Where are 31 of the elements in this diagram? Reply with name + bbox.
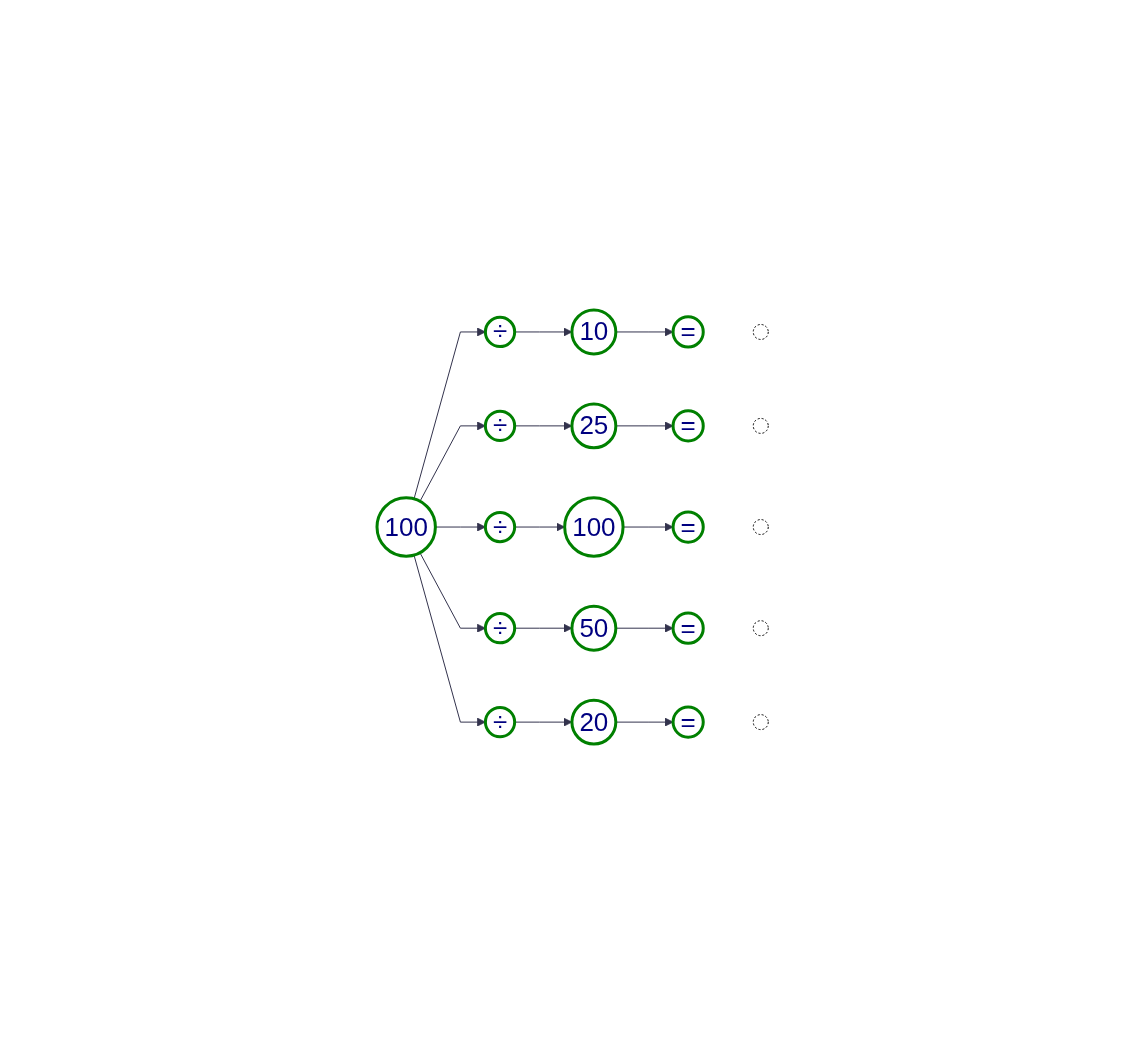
node-circle [752, 418, 769, 435]
arrow [413, 555, 486, 727]
arrow [413, 328, 486, 500]
node-circle: 50 [570, 605, 618, 653]
node-circle: 25 [570, 402, 618, 450]
node-circle: = [671, 706, 705, 740]
arrow [514, 523, 565, 532]
node-circle: ÷ [483, 612, 517, 645]
arrow [615, 718, 674, 727]
arrow [615, 328, 674, 337]
node-circle: 100 [563, 496, 625, 559]
arrow [615, 624, 674, 634]
arrow [419, 552, 486, 634]
node-circle: = [671, 409, 705, 443]
node-circle: = [671, 612, 705, 646]
node-circle [752, 714, 769, 731]
node-circle: ÷ [483, 511, 517, 544]
node-circle: 10 [570, 308, 618, 356]
node-circle: 20 [570, 699, 618, 747]
node-circle [752, 519, 769, 536]
node-circle [752, 620, 769, 637]
node-circle: 100 [375, 496, 437, 559]
node-circle: = [671, 510, 705, 545]
arrow [622, 523, 674, 532]
node-circle [752, 324, 769, 341]
arrow [615, 421, 674, 431]
node-circle: ÷ [483, 410, 517, 443]
node-circle: ÷ [483, 706, 517, 739]
arrow [419, 421, 486, 503]
node-circle: = [671, 315, 705, 349]
node-circle: ÷ [483, 316, 517, 349]
